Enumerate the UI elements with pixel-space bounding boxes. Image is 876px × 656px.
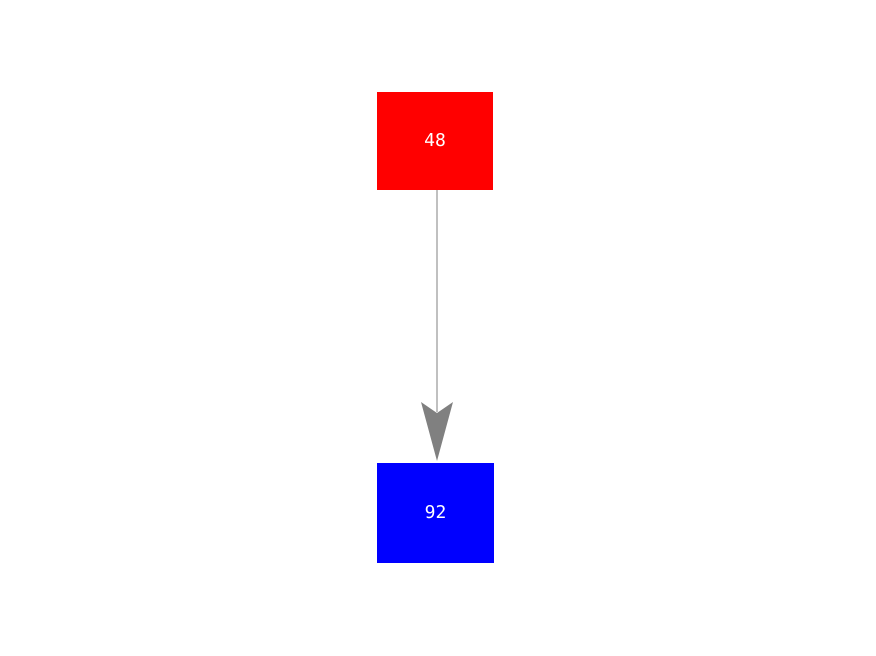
arrowhead-down-icon <box>421 402 453 461</box>
diagram-node-top: 48 <box>377 92 493 190</box>
node-label: 48 <box>424 130 446 151</box>
diagram-node-bottom: 92 <box>377 463 494 563</box>
node-label: 92 <box>424 502 447 523</box>
